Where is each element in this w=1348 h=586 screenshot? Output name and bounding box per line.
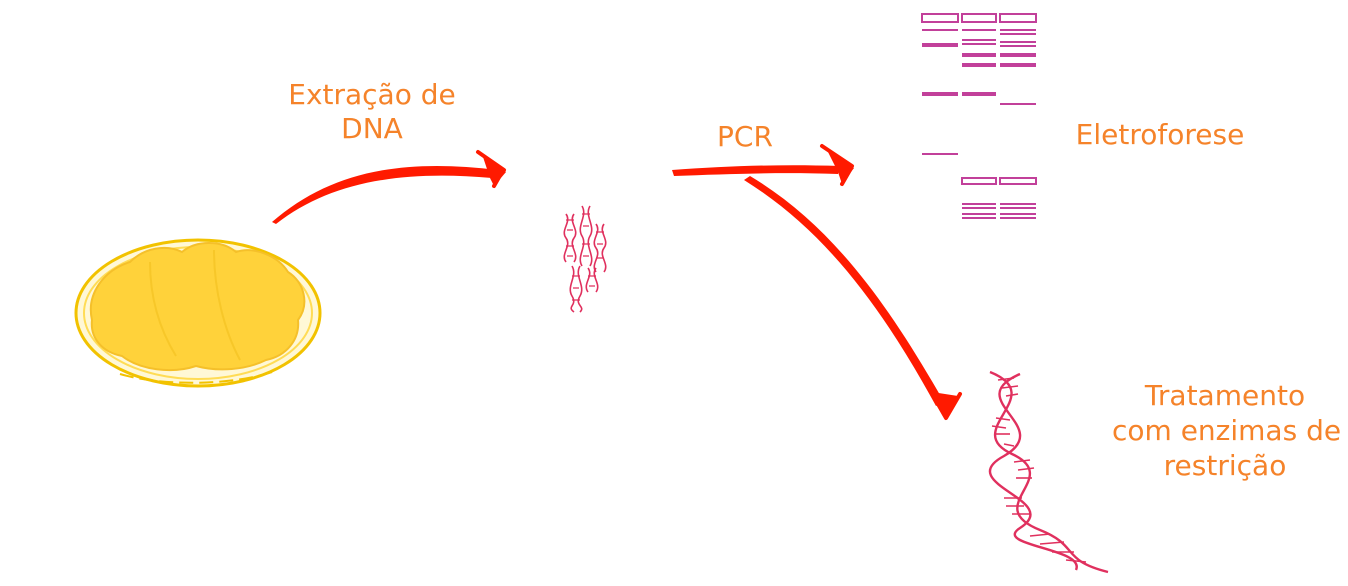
treatment-label-line-2: com enzimas de (1112, 414, 1342, 447)
treatment-label-line-1: Tratamento (1144, 379, 1306, 412)
pcr-arrow (672, 144, 854, 186)
extraction-arrow (272, 150, 506, 224)
extraction-label-line-2: DNA (341, 111, 403, 145)
extraction-label: Extração de DNA (262, 78, 482, 145)
treatment-arrow (744, 176, 962, 420)
treatment-label-line-3: restrição (1163, 449, 1287, 482)
dna-double-helix-icon (988, 370, 1109, 574)
dna-fragments-icon (563, 205, 607, 313)
electrophoresis-gel-icon (921, 13, 1037, 219)
extraction-label-line-1: Extração de (288, 78, 456, 111)
bacterial-colony-plate-icon (74, 238, 322, 388)
treatment-label: Tratamento com enzimas de restrição (1112, 378, 1342, 483)
electrophoresis-label: Eletroforese (1075, 118, 1245, 151)
pcr-label: PCR (717, 120, 773, 153)
